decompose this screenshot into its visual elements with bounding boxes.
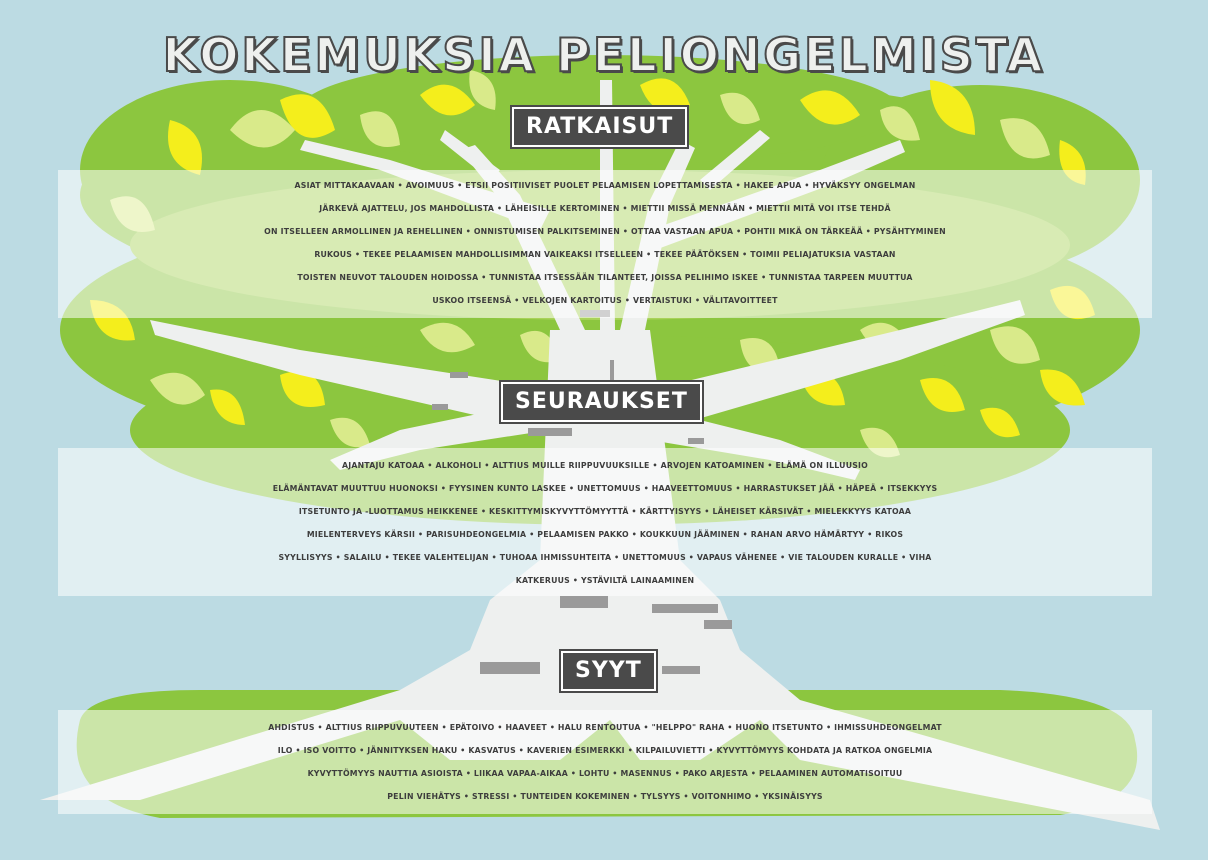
ratkaisut-line: ASIAT MITTAKAAVAAN • AVOIMUUS • ETSII PO… — [294, 181, 916, 190]
seuraukset-line: KATKERUUS • YSTÄVILTÄ LAINAAMINEN — [515, 576, 695, 585]
bark-marks — [432, 310, 732, 674]
seuraukset-list: AJANTAJU KATOAA • ALKOHOLI • ALTTIUS MUI… — [58, 454, 1152, 592]
ratkaisut-line: JÄRKEVÄ AJATTELU, JOS MAHDOLLISTA • LÄHE… — [319, 204, 891, 213]
seuraukset-label: SEURAUKSET — [499, 380, 704, 424]
syyt-line: ILO • ISO VOITTO • JÄNNITYKSEN HAKU • KA… — [277, 746, 933, 755]
ratkaisut-line: ON ITSELLEEN ARMOLLINEN JA REHELLINEN • … — [264, 227, 946, 236]
leaves — [90, 70, 1095, 458]
ratkaisut-list: ASIAT MITTAKAAVAAN • AVOIMUUS • ETSII PO… — [58, 174, 1152, 312]
syyt-line: AHDISTUS • ALTTIUS RIIPPUVUUTEEN • EPÄTO… — [268, 723, 942, 732]
syyt-list: AHDISTUS • ALTTIUS RIIPPUVUUTEEN • EPÄTO… — [58, 716, 1152, 808]
ratkaisut-line: USKOO ITSEENSÄ • VELKOJEN KARTOITUS • VE… — [432, 296, 778, 305]
syyt-line: PELIN VIEHÄTYS • STRESSI • TUNTEIDEN KOK… — [387, 792, 823, 801]
seuraukset-band — [58, 448, 1152, 596]
ratkaisut-line: TOISTEN NEUVOT TALOUDEN HOIDOSSA • TUNNI… — [297, 273, 913, 282]
seuraukset-line: ITSETUNTO JA -LUOTTAMUS HEIKKENEE • KESK… — [298, 507, 912, 516]
seuraukset-line: SYYLLISYYS • SALAILU • TEKEE VALEHTELIJA… — [278, 553, 932, 562]
syyt-line: KYVYTTÖMYYS NAUTTIA ASIOISTA • LIIKAA VA… — [307, 769, 903, 778]
ratkaisut-line: RUKOUS • TEKEE PELAAMISEN MAHDOLLISIMMAN… — [314, 250, 896, 259]
seuraukset-line: AJANTAJU KATOAA • ALKOHOLI • ALTTIUS MUI… — [342, 461, 868, 470]
seuraukset-line: ELÄMÄNTAVAT MUUTTUU HUONOKSI • FYYSINEN … — [272, 484, 938, 493]
ratkaisut-label: RATKAISUT — [509, 105, 690, 149]
page-title: KOKEMUKSIA PELIONGELMISTA — [162, 27, 1046, 83]
syyt-band — [58, 710, 1152, 814]
syyt-label: SYYT — [559, 649, 658, 693]
seuraukset-line: MIELENTERVEYS KÄRSII • PARISUHDEONGELMIA… — [306, 530, 904, 539]
ratkaisut-band — [58, 170, 1152, 318]
